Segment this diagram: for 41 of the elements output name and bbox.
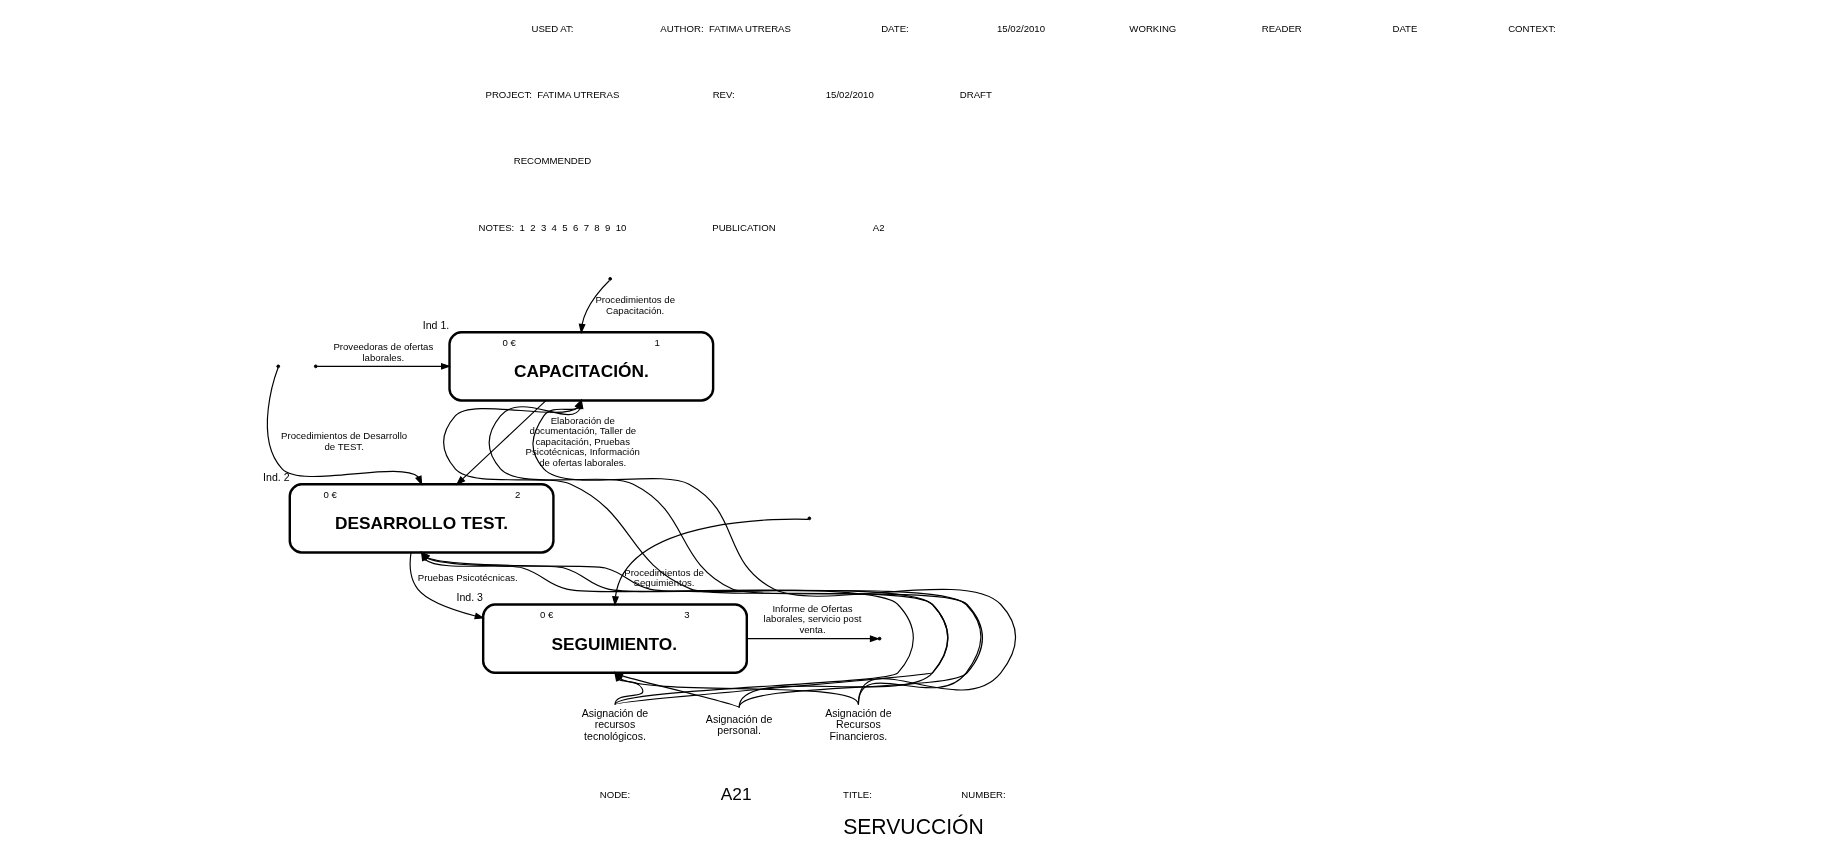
label: NUMBER: — [961, 789, 1006, 801]
edge-label: Informe de Ofertas laborales, servicio post venta. — [763, 602, 862, 635]
node-text: Asignación de personal. — [705, 712, 773, 737]
node-box: 0 € 1 CAPACITACIÓN. — [448, 331, 715, 402]
edge-label: Procedimientos de Capacitación. — [595, 294, 675, 316]
node-label: Ind. 2 — [263, 471, 290, 484]
label: WORKING — [1129, 22, 1177, 34]
node-label: Ind. 3 — [456, 591, 483, 604]
edge-label: Proveedoras de ofertas laborales. — [333, 341, 434, 363]
label: NOTES: 1 2 3 4 5 6 7 8 9 10 — [478, 221, 627, 233]
label: TITLE: — [843, 789, 872, 801]
label: A21 — [720, 784, 752, 805]
arrow — [266, 367, 423, 486]
edge-label: Pruebas Psicotécnicas. — [417, 571, 518, 583]
arrow — [578, 279, 611, 334]
arrow — [746, 635, 880, 643]
label: DRAFT — [959, 89, 992, 101]
label: NODE: — [599, 789, 631, 801]
node-text: Asignación de recursos tecnológicos. — [581, 706, 649, 742]
arrow — [316, 362, 451, 370]
label: 15/02/2010 — [825, 89, 874, 101]
node-label: Ind 1. — [422, 319, 450, 332]
label: READER — [1261, 22, 1302, 34]
label: PUBLICATION — [712, 221, 776, 233]
label: CONTEXT: — [1508, 22, 1556, 34]
node-text: Asignación de Recursos Financieros. — [825, 706, 892, 742]
label: DATE — [1392, 22, 1418, 34]
arrow — [612, 518, 809, 607]
label: AUTHOR: FATIMA UTRERAS — [660, 22, 791, 34]
node-box: 0 € 3 SEGUIMIENTO. — [481, 603, 748, 674]
diagram-title: SERVUCCIÓN — [843, 815, 984, 839]
label: RECOMMENDED — [513, 155, 592, 167]
label: A2 — [872, 221, 885, 233]
label: 15/02/2010 — [996, 22, 1046, 34]
node-box: 0 € 2 DESARROLLO TEST. — [288, 483, 555, 554]
edge-label: Procedimientos de Desarrollo de TEST. — [281, 430, 408, 453]
label: USED AT: — [531, 22, 574, 34]
arrow — [455, 400, 547, 486]
label: DATE: — [881, 22, 909, 34]
label: PROJECT: FATIMA UTRERAS — [485, 89, 620, 101]
label: REV: — [712, 89, 735, 101]
